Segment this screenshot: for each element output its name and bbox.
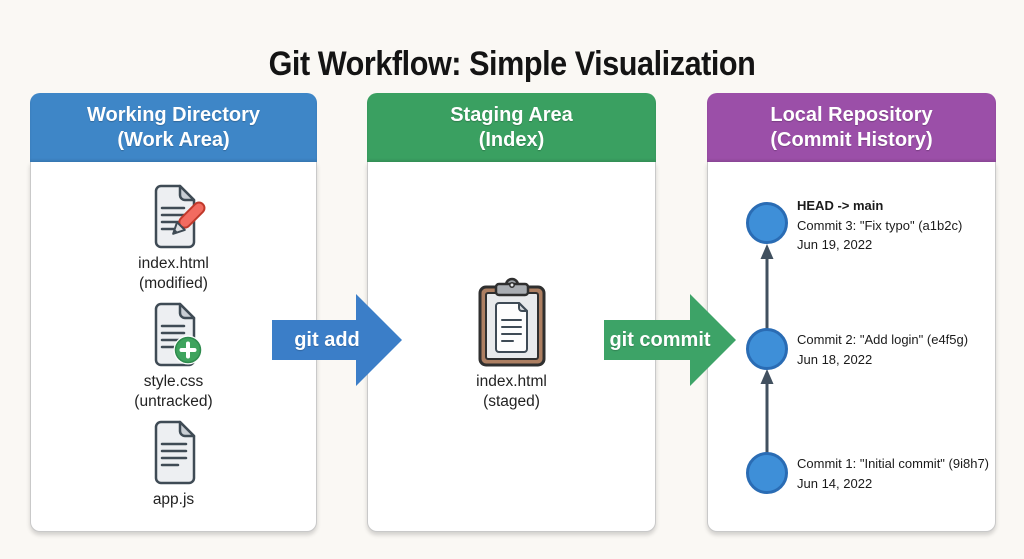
local-repository-title: Local Repository	[770, 103, 933, 126]
local-repository-subtitle: (Commit History)	[770, 128, 933, 151]
local-repository-header: Local Repository (Commit History)	[707, 93, 996, 162]
commit-node-3	[746, 202, 788, 244]
page-title: Git Workflow: Simple Visualization	[268, 44, 756, 83]
file-status: (staged)	[483, 393, 540, 410]
file-item-untracked: style.css (untracked)	[30, 301, 317, 412]
commit-graph	[746, 202, 788, 494]
local-repository-panel: Local Repository (Commit History) HEAD -…	[707, 93, 996, 532]
document-icon	[154, 420, 195, 485]
commit-date: Jun 19, 2022	[797, 237, 873, 252]
commit-entry-1: Commit 1: "Initial commit" (9i8h7) Jun 1…	[797, 454, 989, 493]
git-commit-arrow: git commit	[604, 294, 736, 386]
commit-message: Commit 1: "Initial commit" (9i8h7)	[797, 456, 989, 471]
commit-date: Jun 14, 2022	[797, 475, 873, 491]
right-arrow-icon	[604, 294, 736, 386]
commit-message: Commit 3: "Fix typo" (a1b2c)	[797, 217, 963, 233]
file-name: app.js	[152, 491, 195, 508]
git-add-label: git add	[294, 328, 360, 351]
working-directory-panel: Working Directory (Work Area)	[30, 93, 317, 532]
working-directory-title: Working Directory	[87, 103, 260, 126]
document-modified-icon	[154, 184, 205, 249]
file-status: (untracked)	[134, 393, 213, 410]
file-status: (modified)	[139, 275, 208, 292]
staged-file-item: index.html (staged)	[367, 277, 656, 412]
staging-area-header: Staging Area (Index)	[367, 93, 656, 162]
commit-date: Jun 18, 2022	[797, 351, 873, 367]
git-commit-label: git commit	[609, 328, 711, 351]
commit-node-2	[746, 328, 788, 370]
right-arrow-icon	[272, 294, 402, 386]
commit-message: Commit 2: "Add login" (e4f5g)	[797, 332, 969, 347]
file-item-plain: app.js	[30, 419, 317, 510]
file-item-modified: index.html (modified)	[30, 183, 317, 294]
pencil-icon	[171, 201, 205, 235]
commit-entry-2: Commit 2: "Add login" (e4f5g) Jun 18, 20…	[797, 330, 968, 369]
staging-area-subtitle: (Index)	[478, 128, 545, 151]
commit-entry-3: HEAD -> main Commit 3: "Fix typo" (a1b2c…	[797, 196, 962, 255]
commit-node-1	[746, 452, 788, 494]
clipboard-icon	[478, 277, 545, 367]
working-directory-subtitle: (Work Area)	[117, 128, 230, 151]
git-add-arrow: git add	[272, 294, 402, 386]
document-untracked-icon	[154, 302, 202, 367]
file-name: index.html	[138, 255, 209, 272]
working-directory-header: Working Directory (Work Area)	[30, 93, 317, 162]
file-name: index.html	[476, 373, 547, 390]
plus-icon	[173, 335, 202, 365]
staging-area-title: Staging Area	[450, 103, 573, 126]
staging-area-panel: Staging Area (Index) index.html	[367, 93, 656, 532]
file-name: style.css	[143, 373, 204, 390]
head-ref-label: HEAD -> main	[797, 198, 884, 213]
